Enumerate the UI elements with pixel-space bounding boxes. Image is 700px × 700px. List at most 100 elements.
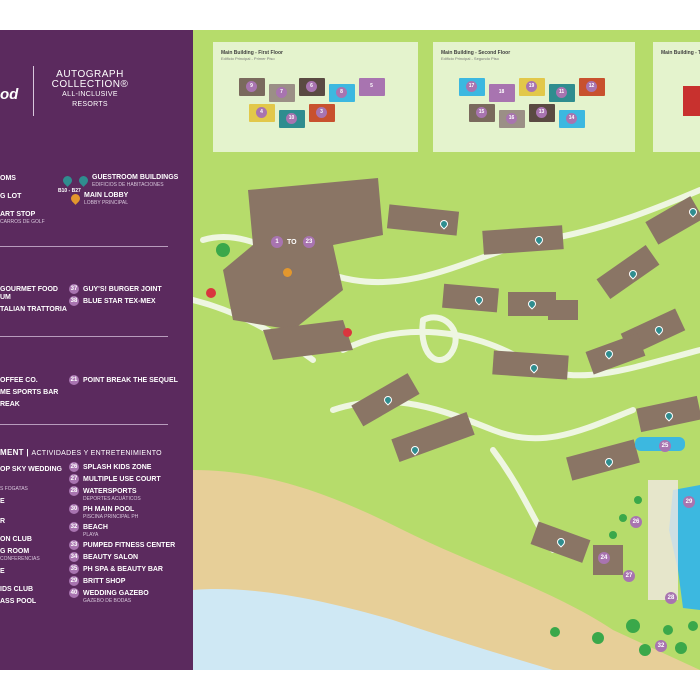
bar-num-21: 21 bbox=[69, 375, 79, 385]
sea bbox=[193, 589, 553, 670]
activity-left-7: ASS POOL bbox=[0, 598, 37, 605]
activity-left-1: E bbox=[0, 498, 5, 505]
inset-room-block: 5 bbox=[359, 78, 385, 96]
top-margin bbox=[0, 0, 700, 30]
legend-item-cart-stop: ART STOP bbox=[0, 211, 36, 218]
inset-room-block: 18 bbox=[489, 84, 515, 102]
activity-num-40: 40 bbox=[69, 588, 79, 598]
activity-num-26: 26 bbox=[69, 462, 79, 472]
activity-left-4: G ROOM bbox=[0, 548, 30, 555]
inset-room-block: 10 bbox=[279, 110, 305, 128]
inset-room-block bbox=[683, 86, 700, 116]
activity-num-29: 29 bbox=[69, 576, 79, 586]
inset-room-number: 10 bbox=[286, 113, 297, 124]
inset-room-number: 7 bbox=[276, 87, 287, 98]
inset-subtitle: Edificio Principal - Primer Piso bbox=[221, 56, 275, 61]
guestroom-buildings bbox=[351, 196, 700, 575]
trees bbox=[216, 243, 698, 656]
activity-num-33: 33 bbox=[69, 540, 79, 550]
map-point-29: 29 bbox=[683, 496, 695, 508]
inset-title: Main Building - Second Floor bbox=[441, 50, 511, 56]
inset-room-number: 14 bbox=[566, 113, 577, 124]
dining-item-um: UM bbox=[0, 294, 11, 301]
guestroom-code: B10 - B27 bbox=[58, 188, 81, 194]
inset-room-block: 12 bbox=[579, 78, 605, 96]
inset-room-number: 4 bbox=[256, 107, 267, 118]
activity-left-0-sub: S FOGATAS bbox=[0, 486, 28, 492]
map-point-27: 27 bbox=[623, 570, 635, 582]
brand-line-all-inclusive: ALL-INCLUSIVE bbox=[62, 91, 118, 98]
map-range-end: 23 bbox=[303, 236, 315, 248]
activity-num-28: 28 bbox=[69, 486, 79, 496]
activity-left-3: ON CLUB bbox=[0, 536, 32, 543]
legend-main-lobby: MAIN LOBBY bbox=[84, 192, 129, 199]
inset-room-number: 19 bbox=[526, 81, 537, 92]
main-building bbox=[223, 178, 383, 360]
map-range-to: TO bbox=[287, 239, 297, 246]
inset-room-block: 15 bbox=[469, 104, 495, 122]
map-point-28: 28 bbox=[665, 592, 677, 604]
activity-left-6: IDS CLUB bbox=[0, 586, 34, 593]
inset-room-block: 19 bbox=[519, 78, 545, 96]
map-point-24: 24 bbox=[598, 552, 610, 564]
inset-room-number: 12 bbox=[586, 81, 597, 92]
inset-room-number: 8 bbox=[336, 87, 347, 98]
legend-separator bbox=[0, 336, 168, 337]
brand-block: AUTOGRAPH COLLECTION® ALL-INCLUSIVE RESO… bbox=[40, 70, 140, 110]
inset-room-number: 17 bbox=[466, 81, 477, 92]
inset-title: Main Building - First Floor bbox=[221, 50, 283, 56]
inset-room-block: 7 bbox=[269, 84, 295, 102]
activities-title-es: ACTIVIDADES Y ENTRETENIMIENTO bbox=[31, 450, 162, 457]
main-lobby-marker-icon bbox=[283, 268, 292, 277]
dining-item-blue-star: BLUE STAR TEX-MEX bbox=[83, 298, 156, 305]
brand-divider bbox=[33, 66, 34, 116]
map-drawing bbox=[193, 178, 700, 670]
map-point-32: 32 bbox=[655, 640, 667, 652]
activity-item-26: SPLASH KIDS ZONE bbox=[83, 464, 152, 471]
map-point-25: 25 bbox=[659, 440, 671, 452]
dining-num-37: 37 bbox=[69, 284, 79, 294]
inset-room-number: 16 bbox=[506, 113, 517, 124]
pool-deck bbox=[648, 480, 678, 600]
activities-title-bar: | bbox=[26, 448, 32, 457]
inset-title: Main Building - T bbox=[661, 50, 700, 56]
inset-room-number: 18 bbox=[496, 87, 507, 98]
inset-room-block: 13 bbox=[529, 104, 555, 122]
inset-room-number: 11 bbox=[556, 87, 567, 98]
inset-room-number: 9 bbox=[246, 81, 257, 92]
legend-guestroom-buildings-sub: EDIFICIOS DE HABITACIONES bbox=[92, 182, 164, 188]
legend-item-rooms: OMS bbox=[0, 175, 16, 182]
inset-room-number: 15 bbox=[476, 107, 487, 118]
activity-item-28-sub: DEPORTES ACUÁTICOS bbox=[83, 496, 141, 502]
main-lobby-pin-icon bbox=[69, 192, 82, 205]
activity-item-30: PH MAIN POOL bbox=[83, 506, 135, 513]
activity-left-2: R bbox=[0, 518, 6, 525]
guestroom-pin-icon-2 bbox=[77, 174, 90, 187]
path-loop bbox=[419, 314, 459, 363]
dining-item-gourmet: GOURMET FOOD bbox=[0, 286, 58, 293]
bar-item-break: REAK bbox=[0, 401, 20, 408]
legend-panel: od AUTOGRAPH COLLECTION® ALL-INCLUSIVE R… bbox=[0, 30, 193, 670]
inset-room-block: 8 bbox=[329, 84, 355, 102]
activity-left-4-sub: CONFERENCIAS bbox=[0, 556, 40, 562]
brand-line-autograph: AUTOGRAPH bbox=[56, 69, 124, 80]
brand-logo-fragment: od bbox=[0, 86, 19, 103]
bar-item-point-break: POINT BREAK THE SEQUEL bbox=[83, 377, 178, 384]
inset-room-block: 17 bbox=[459, 78, 485, 96]
activity-item-33: PUMPED FITNESS CENTER bbox=[83, 542, 176, 549]
activity-num-32: 32 bbox=[69, 522, 79, 532]
inset-room-block: 14 bbox=[559, 110, 585, 128]
inset-room-block: 4 bbox=[249, 104, 275, 122]
inset-room-block: 6 bbox=[299, 78, 325, 96]
activities-title-en: MENT bbox=[0, 448, 24, 457]
activity-item-35: PH SPA & BEAUTY BAR bbox=[83, 566, 163, 573]
activities-title: MENT | ACTIVIDADES Y ENTRETENIMIENTO bbox=[0, 448, 162, 457]
inset-room-number: 6 bbox=[306, 81, 317, 92]
legend-guestroom-buildings: GUESTROOM BUILDINGS bbox=[92, 174, 179, 181]
guestroom-pin-icon bbox=[61, 174, 74, 187]
activity-left-0: OP SKY WEDDING bbox=[0, 466, 62, 473]
inset-room-number: 5 bbox=[366, 81, 377, 92]
legend-separator bbox=[0, 246, 168, 247]
